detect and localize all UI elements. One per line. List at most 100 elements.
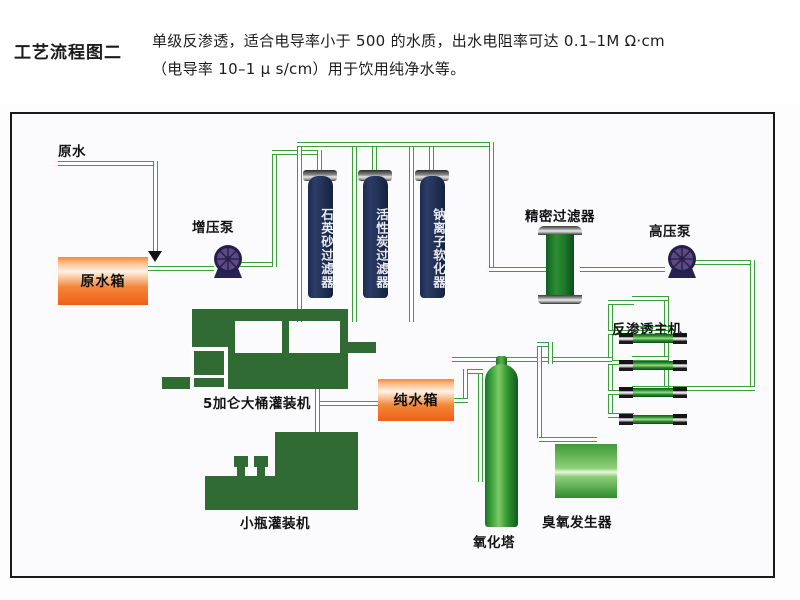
- activated-carbon-filter-cap: [358, 170, 392, 181]
- pipe-tower-left-up: [463, 369, 468, 401]
- quartz-sand-filter-cap: [303, 170, 337, 181]
- pump-icon: [214, 245, 242, 278]
- small-filler-nozzle-head-2: [254, 456, 268, 467]
- label-ozone-generator: 臭氧发生器: [542, 515, 612, 531]
- pure-water-tank[interactable]: 纯水箱: [378, 379, 454, 421]
- filler-out-conveyor: [346, 342, 376, 353]
- diagram-canvas: 原水 原水箱 增压泵: [12, 114, 773, 576]
- filler-door-inner: [194, 351, 224, 375]
- sodium-ion-softener[interactable]: 钠离子软化器: [420, 176, 446, 298]
- pipe-raw-inlet-down: [153, 161, 158, 256]
- small-filler-nozzle-stem-1: [237, 466, 245, 477]
- oxidation-tower[interactable]: [485, 364, 518, 527]
- ozone-generator[interactable]: [555, 444, 617, 498]
- ro-main-unit[interactable]: [617, 333, 687, 429]
- ro-membrane-tube: [625, 334, 679, 343]
- pipe-tower-right-top: [537, 342, 553, 347]
- small-filler-upper-body: [275, 432, 358, 480]
- ro-tube-end-cap: [619, 360, 633, 371]
- pipe-tower-right-down: [537, 364, 542, 438]
- pipe-tower-left-top: [463, 369, 483, 374]
- quartz-sand-filter[interactable]: 石英砂过滤器: [308, 176, 334, 298]
- label-precision-filter: 精密过滤器: [525, 209, 595, 225]
- quartz-sand-filter-label: 石英砂过滤器: [319, 207, 334, 289]
- pipe-ro-right-manifold: [664, 296, 669, 391]
- oxidation-tower-neck: [496, 356, 507, 366]
- pipe-vessel3-out-up: [409, 142, 414, 322]
- pipe-filler-trunk: [315, 359, 320, 504]
- pipe-hp-down: [750, 260, 755, 390]
- pipe-down-vessel2: [372, 142, 377, 176]
- ro-tube-end-cap: [673, 387, 687, 398]
- header-description-line-2: （电导率 10–1 μ s/cm）用于饮用纯净水等。: [152, 60, 466, 78]
- precision-filter-top-cap: [538, 226, 582, 235]
- ro-tube-end-cap: [619, 333, 633, 344]
- pipe-ro-right-1: [632, 296, 668, 301]
- ro-tube-end-cap: [673, 414, 687, 425]
- page-title: 工艺流程图二: [14, 43, 122, 63]
- pipe-vessel1-out-up: [297, 142, 302, 322]
- ro-tube-end-cap: [619, 387, 633, 398]
- precision-filter-bottom-cap: [538, 295, 582, 304]
- small-filler-nozzle-head-1: [234, 456, 248, 467]
- pipe-booster-up: [272, 150, 277, 267]
- label-raw-water-inlet: 原水: [58, 144, 86, 160]
- high-pressure-pump[interactable]: [662, 242, 702, 280]
- label-oxidation-tower: 氧化塔: [473, 535, 515, 551]
- five-gallon-filler[interactable]: [162, 309, 376, 389]
- filler-in-conveyor: [162, 377, 196, 389]
- ro-tube-end-cap: [673, 333, 687, 344]
- page-header: 工艺流程图二 单级反渗透，适合电导率小于 500 的水质，出水电阻率可达 0.1…: [0, 0, 800, 105]
- activated-carbon-filter-label: 活性炭过滤器: [374, 207, 389, 289]
- pipe-vessel3-right: [409, 142, 494, 147]
- ro-tube-end-cap: [673, 360, 687, 371]
- pipe-ro-to-tower: [452, 357, 612, 362]
- booster-pump[interactable]: [208, 242, 248, 280]
- pipe-vessel1-to-vessel2: [297, 142, 377, 147]
- pipe-down-vessel3: [429, 142, 434, 176]
- label-booster-pump: 增压泵: [192, 220, 234, 236]
- pipe-ro-right-2: [632, 326, 668, 331]
- pipe-ro-right-3: [632, 356, 668, 361]
- pipe-hp-pump-out: [693, 260, 755, 265]
- small-filler-nozzle-stem-2: [257, 466, 265, 477]
- pump-icon: [668, 245, 696, 278]
- precision-filter[interactable]: [546, 234, 574, 296]
- pipe-precision-to-hp-pump: [580, 267, 665, 272]
- pipe-tower-left-down: [478, 369, 483, 482]
- raw-water-tank-label: 原水箱: [80, 274, 126, 290]
- pipe-vessel2-to-vessel3: [352, 142, 434, 147]
- diagram-frame: 原水 原水箱 增压泵: [10, 112, 775, 578]
- pipe-raw-inlet-horizontal: [58, 161, 158, 166]
- filler-post-2: [282, 319, 289, 357]
- label-five-gallon-filler: 5加仑大桶灌装机: [203, 396, 311, 412]
- pipe-into-precision: [489, 267, 549, 272]
- header-description-line-1: 单级反渗透，适合电导率小于 500 的水质，出水电阻率可达 0.1–1M Ω·c…: [152, 32, 665, 50]
- filler-door-inner-2: [194, 378, 224, 387]
- activated-carbon-filter[interactable]: 活性炭过滤器: [363, 176, 389, 298]
- pipe-ozone-to-tower: [539, 437, 597, 442]
- filler-top-beam: [192, 309, 348, 321]
- pipe-tank-to-booster: [144, 266, 214, 271]
- pipe-booster-out: [240, 262, 277, 267]
- arrow-raw-inlet: [148, 251, 162, 262]
- sodium-ion-softener-cap: [415, 170, 449, 181]
- pipe-ro-left-1: [608, 300, 634, 305]
- pipe-ro-feed-right: [667, 386, 755, 391]
- raw-water-tank[interactable]: 原水箱: [58, 257, 148, 305]
- pipe-down-to-precision: [489, 142, 494, 272]
- ro-membrane-tube: [625, 388, 679, 397]
- small-bottle-filler[interactable]: [205, 432, 358, 510]
- sodium-ion-softener-label: 钠离子软化器: [431, 207, 446, 289]
- pipe-purewater-out: [316, 401, 379, 406]
- pipe-tower-right-top-down: [548, 342, 553, 364]
- filler-post-1: [229, 319, 235, 357]
- ro-tube-end-cap: [619, 414, 633, 425]
- small-filler-base: [205, 476, 358, 510]
- pipe-tower-right-up: [537, 342, 542, 364]
- label-small-bottle-filler: 小瓶灌装机: [240, 516, 310, 532]
- pipe-vessel2-out-up: [352, 142, 357, 322]
- ro-membrane-tube: [625, 361, 679, 370]
- pure-water-tank-label: 纯水箱: [393, 393, 439, 409]
